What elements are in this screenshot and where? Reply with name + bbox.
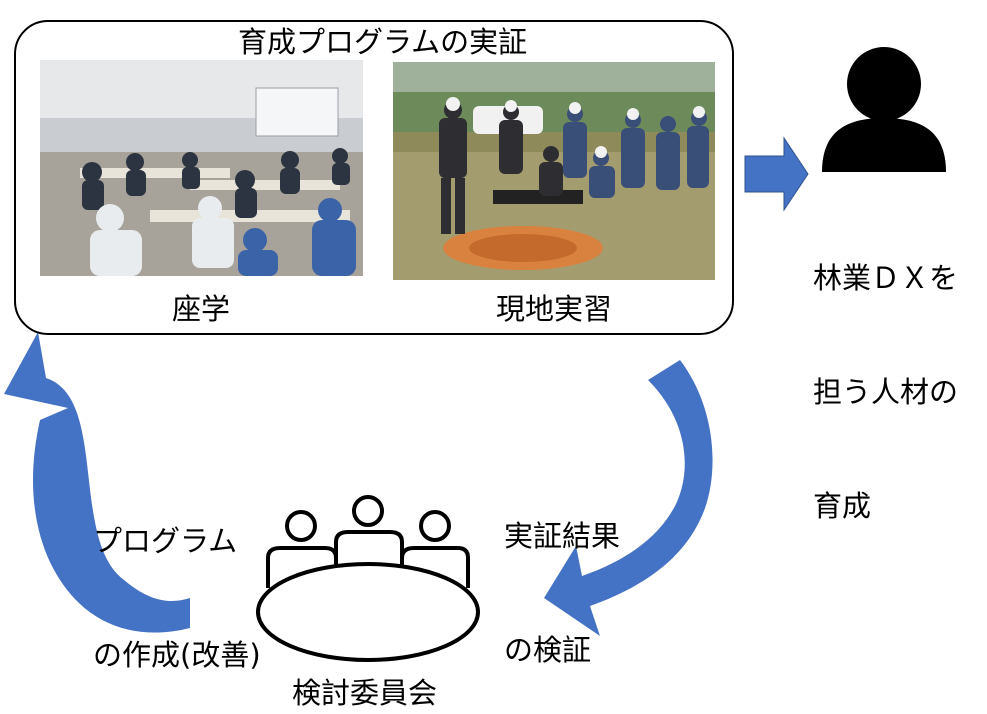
field-caption: 現地実習 <box>496 292 613 326</box>
right-cycle-arrow-icon <box>544 360 713 636</box>
meeting-table-icon <box>256 495 480 662</box>
program-creation-label-line: の作成(改善) <box>93 638 261 672</box>
committee-label: 検討委員会 <box>292 676 438 710</box>
field-training-photo <box>393 62 715 280</box>
program-creation-label: プログラム の作成(改善) <box>93 446 261 712</box>
person-label-line: 育成 <box>813 489 872 523</box>
program-verification-frame: 育成プログラムの実証 <box>14 20 734 335</box>
left-cycle-arrow-icon <box>4 332 190 633</box>
program-creation-label-line: プログラム <box>93 524 238 558</box>
right-arrow-icon <box>744 136 809 212</box>
verification-result-label-line: の検証 <box>504 633 592 667</box>
verification-result-label: 実証結果 の検証 <box>504 441 620 707</box>
person-label-line: 担う人材の <box>813 375 959 409</box>
person-label: 林業ＤＸを 担う人材の 育成 <box>813 183 958 563</box>
person-silhouette-icon <box>822 47 946 172</box>
lecture-photo <box>40 60 363 276</box>
person-label-line: 林業ＤＸを <box>813 261 959 295</box>
lecture-caption: 座学 <box>172 292 231 326</box>
frame-title: 育成プログラムの実証 <box>226 22 540 62</box>
verification-result-label-line: 実証結果 <box>504 519 621 553</box>
